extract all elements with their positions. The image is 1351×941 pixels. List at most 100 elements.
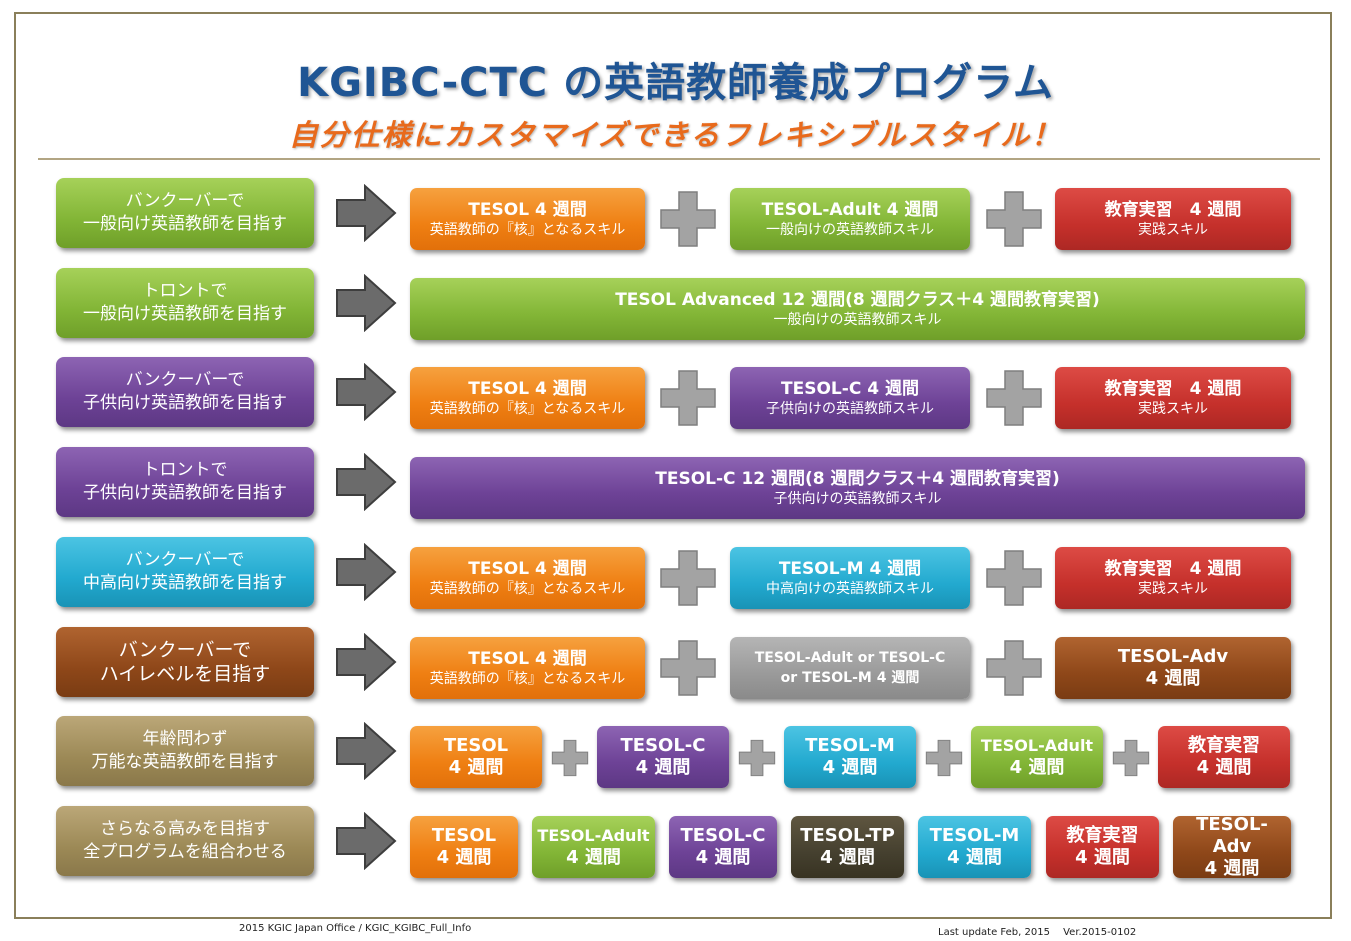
- course-title: 教育実習 4 週間: [1104, 558, 1242, 579]
- goal-line: バンクーバーで: [118, 639, 252, 661]
- goal-label: 年齢問わず 万能な英語教師を目指す: [56, 716, 314, 786]
- course-title: TESOL-M: [929, 825, 1020, 846]
- plus-icon: [660, 370, 716, 426]
- plus-icon: [660, 550, 716, 606]
- goal-label: トロントで 子供向け英語教師を目指す: [56, 447, 314, 517]
- page-frame: [14, 12, 1332, 919]
- course-subtitle: 英語教師の『核』となるスキル: [429, 221, 626, 238]
- plus-icon: [1112, 739, 1150, 777]
- arrow-right-icon: [336, 184, 397, 242]
- course-title: 4 週間: [635, 757, 691, 778]
- course-subtitle: 実践スキル: [1138, 580, 1208, 597]
- arrow-right-icon: [336, 633, 397, 691]
- course-subtitle: 実践スキル: [1138, 221, 1208, 238]
- program-row: バンクーバーで ハイレベルを目指す TESOL 4 週間英語教師の『核』となるス…: [0, 627, 1351, 699]
- course-box: TESOL-Adult 4 週間一般向けの英語教師スキル: [730, 188, 970, 250]
- course-title: 教育実習: [1066, 825, 1139, 846]
- course-title: 4 週間: [448, 757, 504, 778]
- course-box: TESOL 4 週間英語教師の『核』となるスキル: [410, 367, 645, 429]
- goal-label: さらなる高みを目指す 全プログラムを組合わせる: [56, 806, 314, 876]
- goal-line: 中高向け英語教師を目指す: [83, 573, 287, 593]
- course-title: 4 週間: [947, 847, 1002, 868]
- goal-line: 子供向け英語教師を目指す: [83, 393, 287, 413]
- course-subtitle: 一般向けの英語教師スキル: [773, 311, 942, 328]
- program-row: バンクーバーで 一般向け英語教師を目指す TESOL 4 週間英語教師の『核』と…: [0, 178, 1351, 250]
- program-row: バンクーバーで 中高向け英語教師を目指す TESOL 4 週間英語教師の『核』と…: [0, 537, 1351, 609]
- course-box: TESOL 4 週間英語教師の『核』となるスキル: [410, 547, 645, 609]
- course-title: 4 週間: [566, 847, 621, 868]
- course-subtitle: 子供向けの英語教師スキル: [766, 400, 934, 417]
- course-title: 4 週間: [436, 847, 492, 868]
- arrow-right-icon: [336, 722, 397, 780]
- goal-line: さらなる高みを目指す: [100, 819, 270, 839]
- course-subtitle: 中高向けの英語教師スキル: [766, 580, 934, 597]
- course-title: 4 週間: [822, 757, 878, 778]
- course-title: TESOL 4 週間: [468, 199, 587, 220]
- course-title: TESOL-C: [680, 825, 766, 846]
- arrow-right-icon: [336, 363, 397, 421]
- goal-line: バンクーバーで: [125, 550, 245, 570]
- program-row: トロントで 子供向け英語教師を目指す TESOL-C 12 週間(8 週間クラス…: [0, 447, 1351, 519]
- course-title: or TESOL-M 4 週間: [780, 670, 920, 686]
- course-box: TESOL 4 週間英語教師の『核』となるスキル: [410, 188, 645, 250]
- arrow-right-icon: [336, 812, 397, 870]
- course-box: 教育実習 4 週間実践スキル: [1055, 547, 1291, 609]
- plus-icon: [660, 640, 716, 696]
- goal-line: 万能な英語教師を目指す: [91, 752, 279, 772]
- course-title: TESOL-Adv: [1196, 814, 1268, 857]
- course-title: 4 週間: [1009, 757, 1065, 778]
- arrow-right-icon: [336, 543, 397, 601]
- plus-icon: [986, 191, 1042, 247]
- course-title: TESOL Advanced 12 週間(8 週間クラス＋4 週間教育実習): [615, 289, 1100, 310]
- course-title: TESOL: [443, 735, 509, 756]
- goal-line: バンクーバーで: [125, 370, 245, 390]
- course-title: TESOL-TP: [800, 825, 895, 846]
- course-title: TESOL-M: [805, 735, 895, 756]
- course-subtitle: 英語教師の『核』となるスキル: [429, 580, 626, 597]
- course-subtitle: 一般向けの英語教師スキル: [766, 221, 934, 238]
- course-title: TESOL-Adv: [1117, 646, 1229, 667]
- course-subtitle: 子供向けの英語教師スキル: [773, 490, 942, 507]
- course-title: 4 週間: [1204, 858, 1260, 879]
- course-box: TESOL-M 4 週間中高向けの英語教師スキル: [730, 547, 970, 609]
- plus-icon: [986, 370, 1042, 426]
- course-title: TESOL-Adult or TESOL-C: [754, 650, 946, 666]
- course-title: TESOL-Adult 4 週間: [761, 199, 939, 220]
- course-title: TESOL: [431, 825, 497, 846]
- course-title: TESOL-C 4 週間: [781, 378, 919, 399]
- footer-right: Last update Feb, 2015 Ver.2015-0102: [938, 927, 1137, 938]
- goal-label: バンクーバーで 中高向け英語教師を目指す: [56, 537, 314, 607]
- course-title: TESOL-C: [620, 735, 706, 756]
- course-title: 4 週間: [1196, 757, 1252, 778]
- course-title: TESOL 4 週間: [468, 558, 587, 579]
- page-title: KGIBC-CTC の英語教師養成プログラム: [297, 60, 1054, 106]
- goal-line: 全プログラムを組合わせる: [83, 842, 287, 862]
- course-title: TESOL-C 12 週間(8 週間クラス＋4 週間教育実習): [655, 468, 1060, 489]
- goal-label: トロントで 一般向け英語教師を目指す: [56, 268, 314, 338]
- goal-line: ハイレベルを目指す: [99, 663, 271, 685]
- plus-icon: [925, 739, 963, 777]
- course-title: 教育実習 4 週間: [1104, 378, 1242, 399]
- course-title: TESOL-M 4 週間: [778, 558, 922, 579]
- goal-line: 子供向け英語教師を目指す: [83, 483, 287, 503]
- plus-icon: [660, 191, 716, 247]
- course-title: TESOL 4 週間: [468, 378, 587, 399]
- goal-line: バンクーバーで: [125, 191, 245, 211]
- goal-line: トロントで: [142, 460, 228, 480]
- goal-line: 年齢問わず: [142, 729, 228, 749]
- goal-line: トロントで: [142, 281, 228, 301]
- arrow-right-icon: [336, 453, 397, 511]
